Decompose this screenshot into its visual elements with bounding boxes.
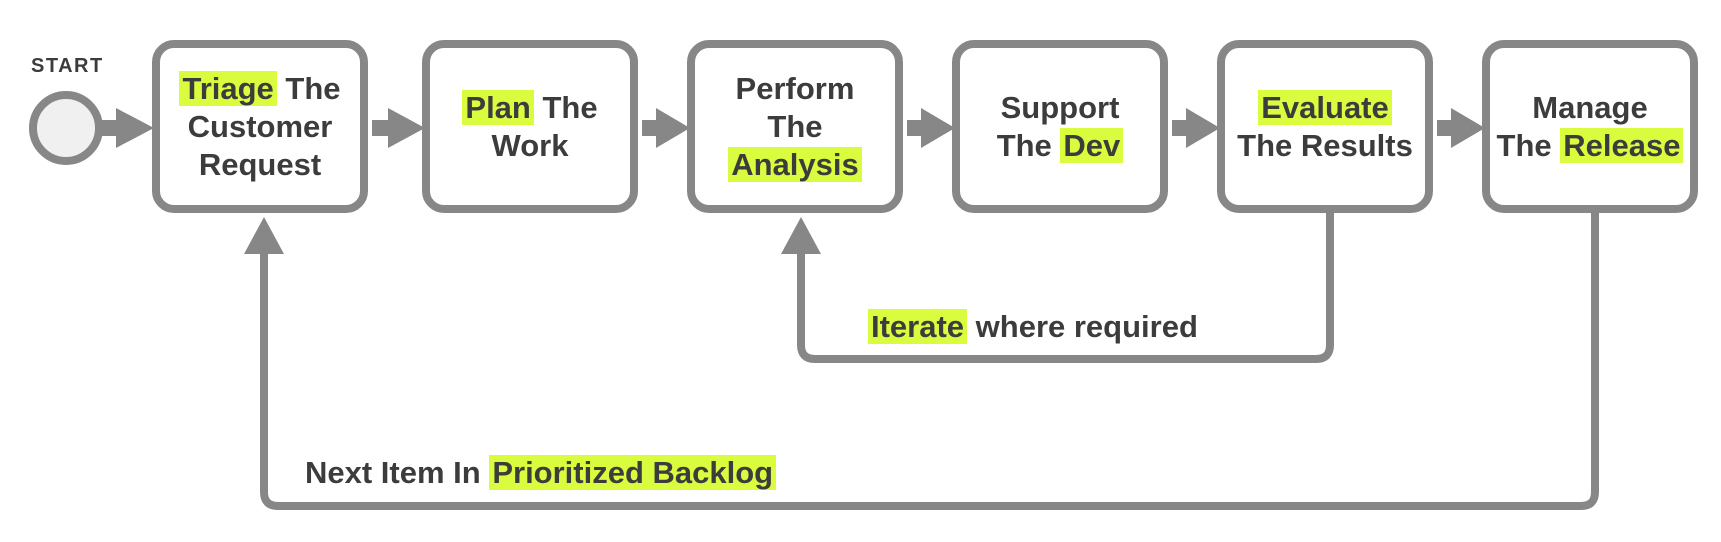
step-word: The xyxy=(767,108,823,144)
iterate-highlight: Iterate xyxy=(868,309,968,344)
backlog-loop-line xyxy=(260,213,1599,510)
step-highlight-word: Release xyxy=(1560,127,1684,163)
step-word: Manage xyxy=(1532,89,1648,125)
step-line: Evaluate xyxy=(1237,89,1413,127)
step-highlight-word: Evaluate xyxy=(1258,89,1392,125)
connector-start-to-triage xyxy=(99,120,116,136)
arrow-head-triage-to-plan xyxy=(388,108,425,148)
step-line: Triage The xyxy=(179,70,341,108)
backlog-prefix: Next Item In xyxy=(305,455,490,490)
iterate-label: Iterate where required xyxy=(868,309,1198,345)
step-word: Support xyxy=(1000,89,1120,125)
arrow-head-evaluate-to-release xyxy=(1451,108,1485,148)
step-highlight-word: Dev xyxy=(1060,127,1124,163)
step-word: The xyxy=(996,127,1061,163)
start-node xyxy=(29,91,103,165)
step-line: Perform xyxy=(728,70,862,108)
backlog-loop-arrow-head xyxy=(244,217,284,254)
step-line: Request xyxy=(179,146,340,184)
step-word: Customer xyxy=(187,108,333,144)
connector-evaluate-to-release xyxy=(1437,120,1451,136)
step-word: Request xyxy=(198,146,322,182)
step-line: Support xyxy=(997,89,1124,127)
step-line: Work xyxy=(462,127,597,165)
step-word: Perform xyxy=(735,70,855,106)
backlog-label: Next Item In Prioritized Backlog xyxy=(305,455,777,491)
backlog-highlight: Prioritized Backlog xyxy=(489,455,777,490)
step-word: The xyxy=(533,89,598,125)
step-word: The xyxy=(276,70,341,106)
start-label: START xyxy=(31,55,104,77)
step-line: Plan The xyxy=(462,89,598,127)
step-word: The Results xyxy=(1237,127,1413,163)
step-highlight-word: Plan xyxy=(462,89,534,125)
step-highlight-word: Triage xyxy=(179,70,277,106)
arrow-head-start-to-triage xyxy=(116,108,154,148)
arrow-head-plan-to-analysis xyxy=(656,108,690,148)
connector-dev-to-evaluate xyxy=(1172,120,1186,136)
step-line: Analysis xyxy=(728,146,862,184)
connector-plan-to-analysis xyxy=(642,120,656,136)
iterate-loop-arrow-head xyxy=(781,217,821,254)
iterate-rest: where required xyxy=(967,309,1198,344)
step-line: The Dev xyxy=(997,127,1124,165)
step-line: Customer xyxy=(179,108,340,146)
arrow-head-analysis-to-dev xyxy=(921,108,955,148)
arrow-head-dev-to-evaluate xyxy=(1186,108,1220,148)
step-word: The xyxy=(1496,127,1561,163)
connector-analysis-to-dev xyxy=(907,120,921,136)
connector-triage-to-plan xyxy=(372,120,388,136)
iterate-loop-line xyxy=(797,213,1334,363)
step-line: Manage xyxy=(1497,89,1684,127)
step-word: Work xyxy=(491,127,569,163)
step-highlight-word: Analysis xyxy=(728,146,862,182)
step-line: The xyxy=(728,108,862,146)
step-line: The Results xyxy=(1237,127,1413,165)
step-line: The Release xyxy=(1497,127,1684,165)
